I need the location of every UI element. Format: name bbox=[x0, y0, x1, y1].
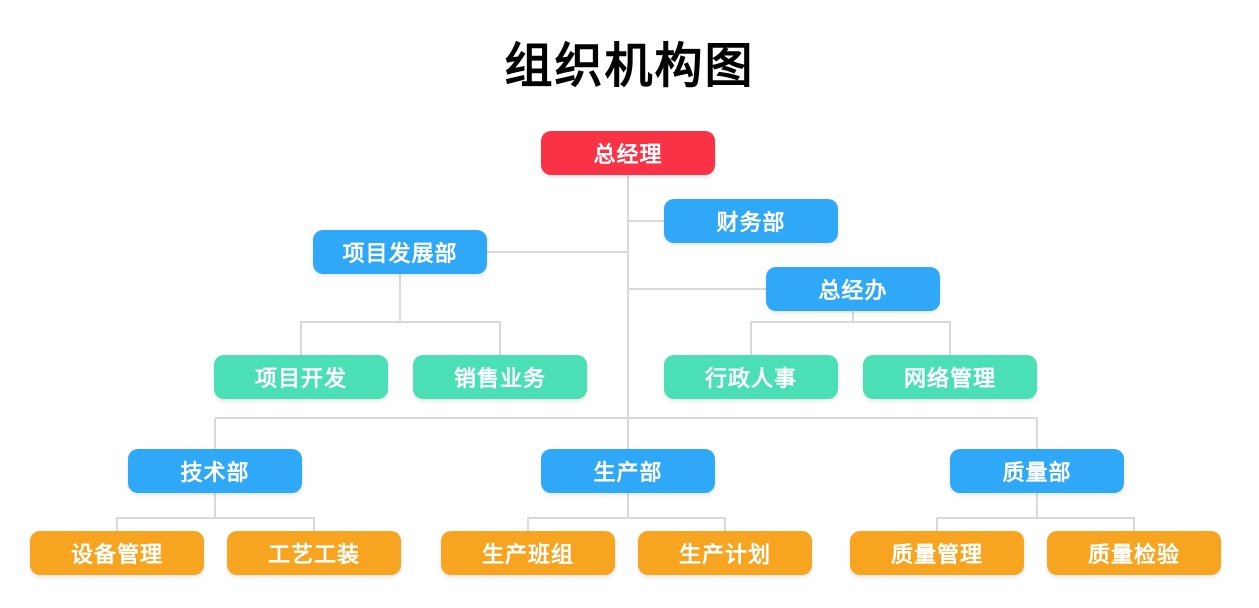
node-project-development-dept: 项目发展部 bbox=[313, 230, 487, 274]
node-general-manager: 总经理 bbox=[541, 131, 715, 175]
node-gm-office: 总经办 bbox=[766, 267, 940, 311]
node-finance-dept: 财务部 bbox=[664, 199, 838, 243]
node-equipment-management: 设备管理 bbox=[30, 531, 204, 575]
node-technology-dept: 技术部 bbox=[128, 449, 302, 493]
node-production-team: 生产班组 bbox=[441, 531, 615, 575]
node-project-development: 项目开发 bbox=[214, 355, 388, 399]
node-production-planning: 生产计划 bbox=[638, 531, 812, 575]
node-sales-business: 销售业务 bbox=[413, 355, 587, 399]
node-production-dept: 生产部 bbox=[541, 449, 715, 493]
chart-title: 组织机构图 bbox=[504, 40, 755, 93]
node-process-tooling: 工艺工装 bbox=[227, 531, 401, 575]
node-network-management: 网络管理 bbox=[863, 355, 1037, 399]
node-admin-hr: 行政人事 bbox=[664, 355, 838, 399]
node-quality-management: 质量管理 bbox=[850, 531, 1024, 575]
node-quality-inspection: 质量检验 bbox=[1047, 531, 1221, 575]
node-quality-dept: 质量部 bbox=[950, 449, 1124, 493]
